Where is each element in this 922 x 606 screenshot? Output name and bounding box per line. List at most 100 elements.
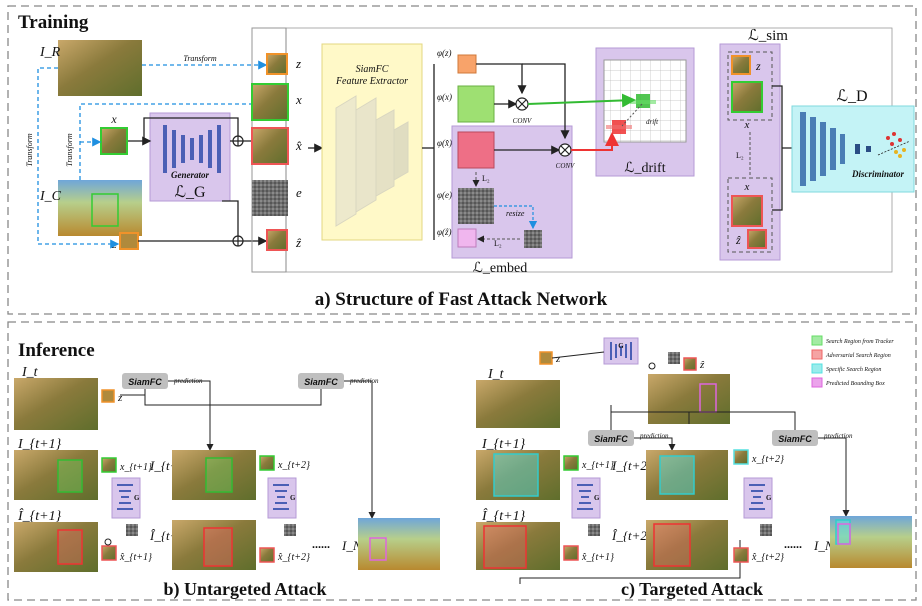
untargeted-caption: b) Untargeted Attack: [164, 579, 327, 600]
sim-label-2: x: [744, 181, 750, 193]
conv-label-1: CONV: [556, 162, 575, 170]
ut-link-2: [144, 389, 322, 406]
tg-noise-top: [668, 352, 680, 364]
tg-label-xhat2: x̂_{t+2}: [751, 552, 784, 563]
tg-prediction-2: prediction: [823, 432, 853, 440]
legend-label-1: Adversarial Search Region: [825, 353, 891, 359]
tg-gen-2-bars: [749, 484, 765, 510]
legend: Search Region from Tracker Adversarial S…: [811, 335, 894, 388]
ut-gen-2-label: G: [290, 494, 296, 502]
tg-link-2: [611, 411, 796, 430]
tg-gen-top: [603, 337, 639, 365]
add-node-2-cross: [233, 236, 243, 246]
transform-arrow-2: [37, 67, 120, 249]
patch-z: [119, 232, 139, 250]
tg-adv-Ihat1: [483, 525, 527, 569]
tg-link-z-gen: [551, 351, 605, 359]
phi-zhat: [457, 228, 477, 248]
ut-gen-2-bars: [273, 484, 289, 510]
transform-arrow-3: [79, 99, 268, 180]
phi-label-4: φ(ẑ): [437, 227, 451, 237]
legend-swatch-0: [811, 335, 823, 346]
legend-label-0: Search Region from Tracker: [826, 338, 894, 345]
tg-prediction-1: prediction: [639, 432, 669, 440]
ut-frame-IN: [358, 518, 440, 570]
stack-label-2: x̂: [295, 138, 302, 153]
tg-label-IN: I_N: [813, 538, 835, 553]
ut-siamfc-2: [298, 373, 344, 389]
image-I-R: [58, 40, 142, 96]
ut-label-xhat1: x̂_{t+1}: [119, 552, 152, 563]
drift-glow-green: [630, 100, 656, 104]
tg-label-x2: x_{t+2}: [751, 454, 784, 465]
sim-to-disc: [772, 85, 792, 211]
tg-gen-1-bars: [577, 484, 593, 510]
tg-frame-Ihat1: [476, 522, 560, 570]
legend-label-2: Specific Search Region: [826, 366, 881, 373]
tg-dots: ......: [784, 537, 802, 551]
ut-search-It2: [205, 457, 233, 493]
ut-patch-x2: [259, 455, 275, 471]
stack-zhat: [266, 229, 288, 251]
phi-e: [458, 188, 494, 224]
phi-x: [457, 85, 495, 123]
tg-frame-It: [476, 380, 560, 428]
discriminator-label: Discriminator: [851, 169, 905, 179]
tg-patch-x2: [733, 449, 749, 465]
ut-label-xhat2: x̂_{t+2}: [277, 552, 310, 563]
sim-bottom-group: [727, 177, 773, 253]
ut-pred-arrow-2: [344, 380, 376, 519]
tg-patch-xhat1: [563, 545, 579, 561]
sim-label-0: z: [755, 59, 761, 73]
ut-label-Ihat1: Î_{t+1}: [17, 507, 62, 524]
transform-label-3: Transform: [65, 133, 74, 167]
ut-noise-1: [126, 524, 138, 536]
label-I-R: I_R: [39, 45, 61, 60]
tg-gen-top-label: G: [618, 342, 624, 350]
tg-gen-1-label: G: [594, 494, 600, 502]
tg-specific-It2: [659, 455, 695, 495]
search-box-I-C: [91, 193, 119, 227]
discriminator-dots: [877, 132, 911, 158]
tg-patch-zhat: [683, 357, 697, 371]
tg-label-Ihat1: Î_{t+1}: [481, 507, 526, 524]
ut-patch-x1: [101, 457, 117, 473]
discriminator-bars: [800, 112, 871, 186]
gen-to-zhat: [222, 200, 239, 236]
loss-D: ℒ_D: [836, 88, 867, 105]
tg-label-xhat1: x̂_{t+1}: [581, 552, 614, 563]
tg-noise-2: [760, 524, 772, 536]
tg-noise-1: [588, 524, 600, 536]
legend-swatch-2: [811, 363, 823, 374]
feature-extractor-label-1: SiamFC: [356, 64, 389, 75]
sim-x: [731, 81, 763, 113]
drift-glow-red: [606, 125, 632, 129]
conv-label-0: CONV: [513, 117, 532, 125]
ut-search-It1: [57, 459, 83, 493]
sim-label-1: x: [744, 119, 750, 131]
label-I-C: I_C: [39, 189, 62, 204]
extractor-blocks: [335, 95, 409, 227]
feature-extractor-label-2: Feature Extractor: [335, 76, 408, 87]
sim-label-3: ẑ: [735, 233, 741, 247]
generator-label: Generator: [171, 170, 209, 180]
ut-frame-It: [14, 378, 98, 430]
sim-L2-label: L₂: [736, 151, 744, 160]
drift-vector: [621, 103, 643, 127]
tg-label-z: z: [555, 353, 561, 365]
stack-xhat: [251, 127, 289, 165]
tg-label-It1: I_{t+1}: [481, 437, 526, 452]
ut-label-x1: x_{t+1}: [119, 462, 152, 473]
loss-G: ℒ_G: [174, 184, 206, 201]
tg-frame-Ihat2: [646, 520, 728, 570]
tg-siamfc-1-label: SiamFC: [594, 434, 628, 444]
ut-link-1: [120, 389, 146, 396]
stack-x: [251, 83, 289, 121]
transform-label-1: Transform: [183, 54, 217, 63]
legend-swatch-1: [811, 349, 823, 360]
conv1-x: [517, 99, 527, 109]
phi-label-1: φ(x): [437, 92, 452, 102]
loss-embed: ℒ_embed: [473, 261, 527, 276]
tg-pred-arrow-1: [634, 437, 676, 451]
skip-x: [143, 117, 239, 141]
